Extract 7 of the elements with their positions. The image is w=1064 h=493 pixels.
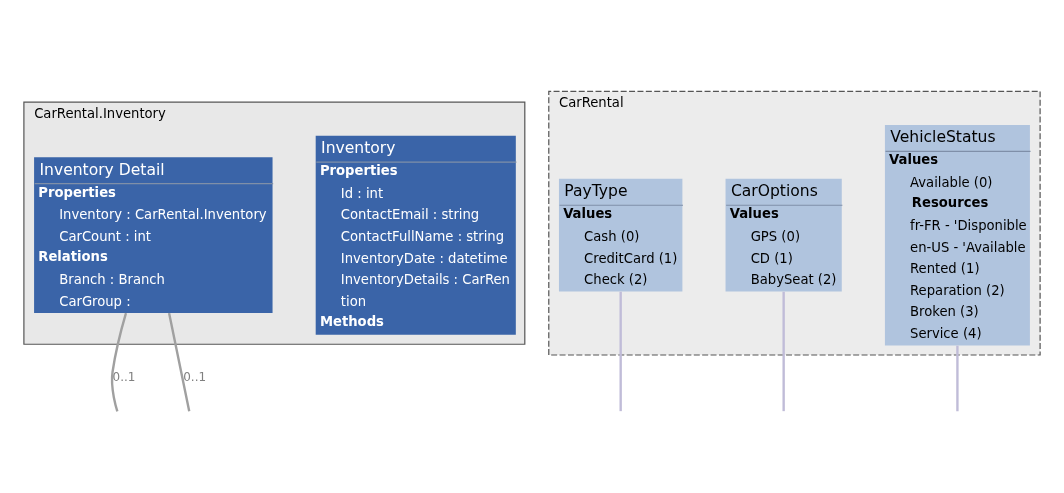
edge-label: 0..1 (183, 369, 207, 384)
connector (956, 345, 959, 411)
connector (782, 291, 785, 411)
connector (619, 291, 622, 411)
connector (110, 312, 128, 412)
edge-label: 0..1 (112, 369, 136, 384)
connector (167, 312, 191, 411)
